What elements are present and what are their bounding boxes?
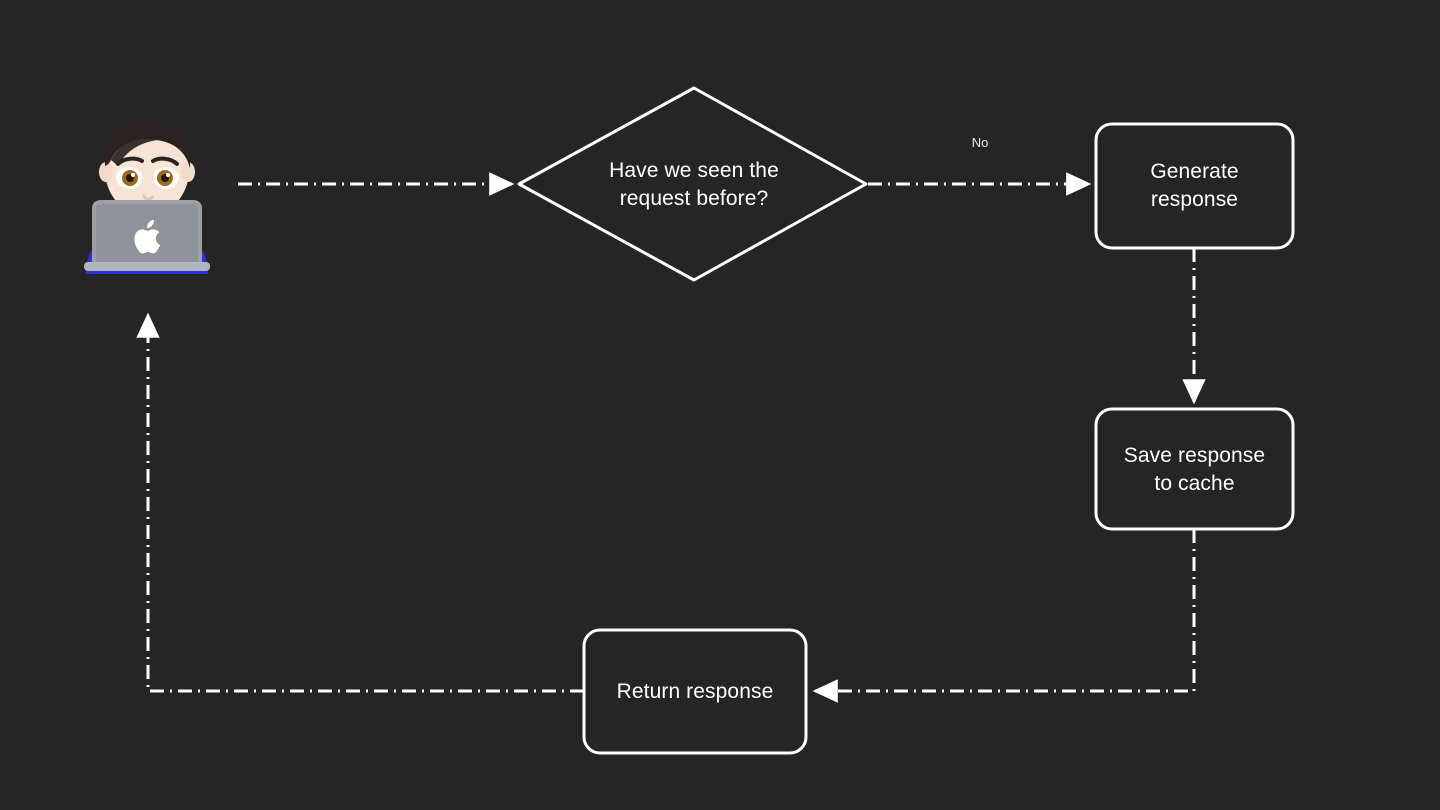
man-technologist-icon <box>84 118 210 274</box>
edge-label-no: No <box>971 135 989 150</box>
node-return-label: Return response <box>616 680 774 703</box>
node-decision-label: Have we seen the request before? <box>609 159 779 210</box>
node-decision-shape[interactable] <box>517 86 868 282</box>
node-generate-label: Generate response <box>1150 160 1239 211</box>
edge-return-to-actor <box>136 312 584 693</box>
edge-save-to-return <box>812 529 1196 703</box>
node-save-label: Save response to cache <box>1123 444 1266 495</box>
